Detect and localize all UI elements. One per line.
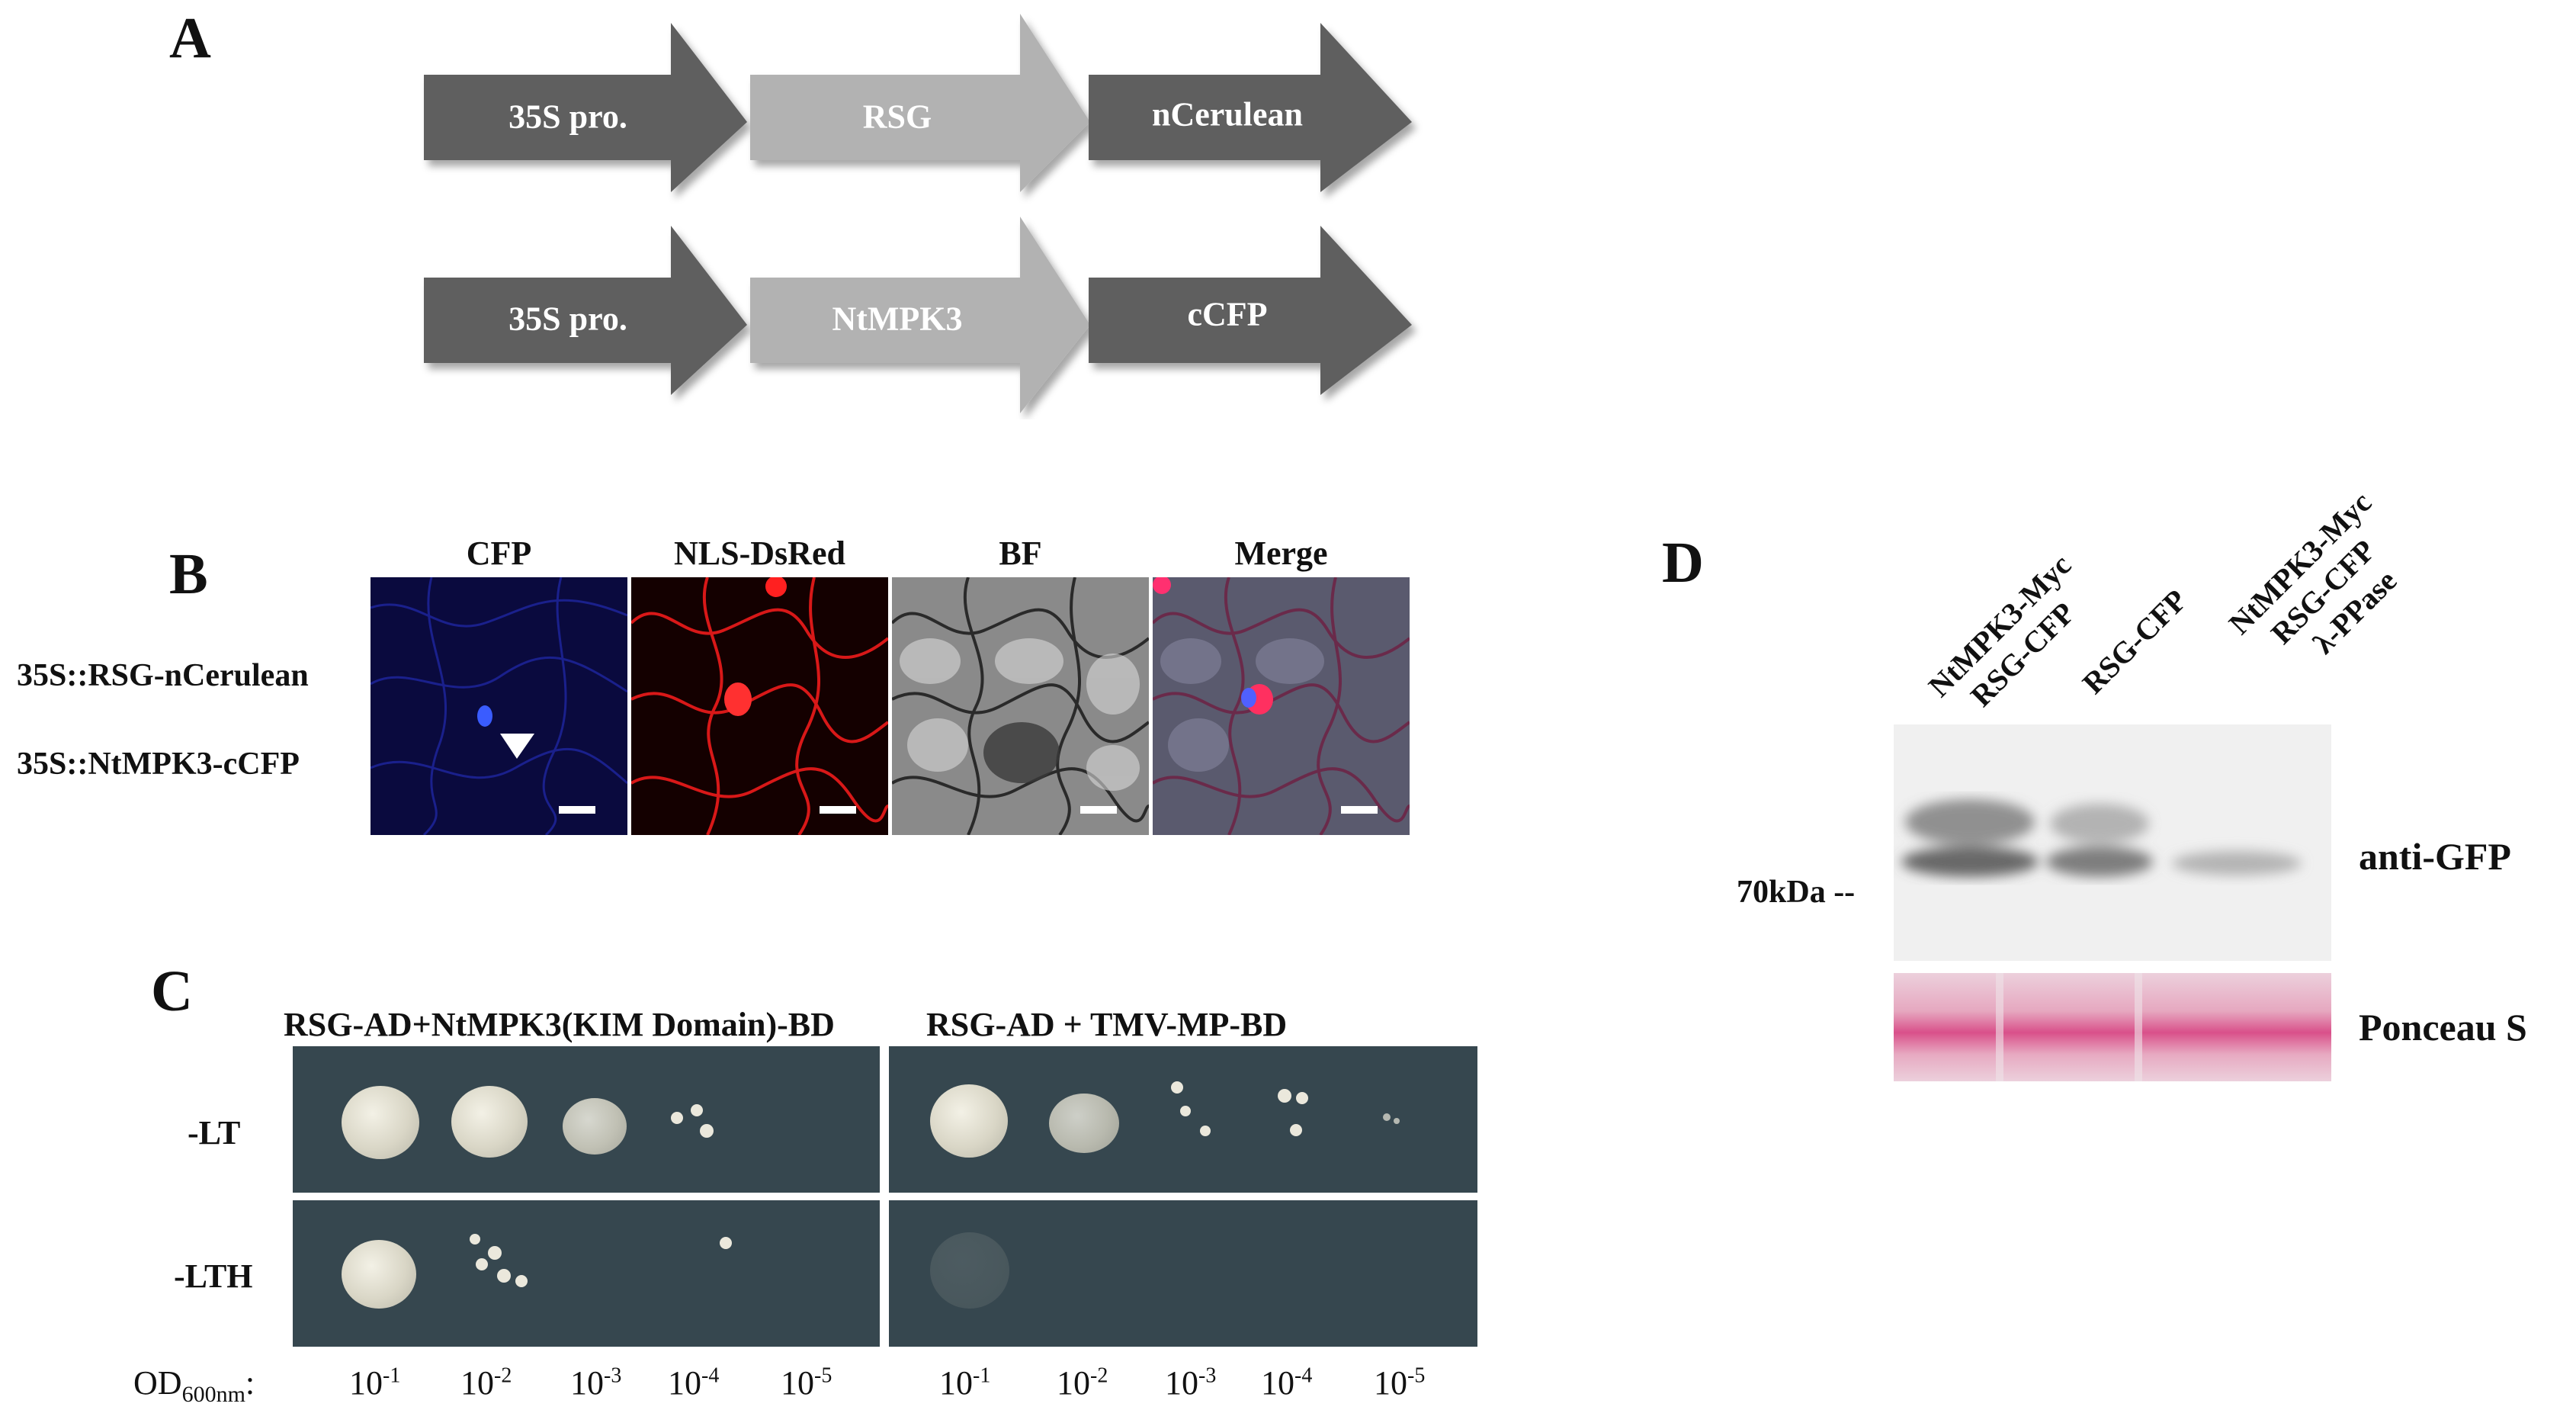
column-header-merge: Merge — [1234, 535, 1328, 572]
assay-title-tmv: RSG-AD + TMV-MP-BD — [926, 1006, 1288, 1043]
scale-bar — [559, 806, 595, 814]
colony-dot — [1383, 1113, 1391, 1121]
row-label-lt: -LT — [188, 1114, 241, 1151]
colony-dot — [1290, 1124, 1302, 1136]
dilution-4: 10-4 — [1261, 1363, 1313, 1402]
colony-dot — [1278, 1089, 1291, 1103]
lane-separator — [2135, 973, 2142, 1081]
ccfp-arrow — [1089, 226, 1412, 395]
colony-dot — [1180, 1106, 1191, 1116]
arrow-label-ccfp: cCFP — [1187, 295, 1268, 333]
western-blot — [1894, 724, 2331, 961]
dilution-4: 10-4 — [668, 1363, 720, 1402]
dilution-3: 10-3 — [570, 1363, 622, 1402]
dsred-micrograph — [631, 577, 888, 835]
lane-label-1: NtMPK3-Myc RSG-CFP — [1921, 547, 2082, 714]
construct-diagram — [424, 14, 1412, 413]
colony-dot — [691, 1104, 703, 1116]
dilution-1: 10-1 — [349, 1363, 401, 1402]
colony-dot — [515, 1275, 528, 1287]
assay-title-kim: RSG-AD+NtMPK3(KIM Domain)-BD — [284, 1006, 835, 1043]
colony-spot — [342, 1086, 419, 1159]
colony-spot-faint — [930, 1232, 1009, 1309]
column-header-cfp: CFP — [466, 535, 532, 572]
panel-letter-d: D — [1662, 531, 1704, 595]
bf-micrograph — [892, 577, 1149, 835]
row-label-lth: -LTH — [174, 1257, 253, 1295]
panel-letter-c: C — [151, 959, 193, 1023]
dilution-3: 10-3 — [1165, 1363, 1217, 1402]
arrow-label-35s-row1: 35S pro. — [508, 98, 627, 136]
colony-spot — [451, 1086, 528, 1158]
colony-dot — [497, 1269, 511, 1283]
panel-letter-a: A — [169, 6, 211, 70]
ntmpk3-arrow — [750, 217, 1090, 413]
blot-label-anti-gfp: anti-GFP — [2359, 835, 2511, 878]
colony-dot — [671, 1112, 683, 1124]
row-label-rsg-ncerulean: 35S::RSG-nCerulean — [17, 658, 309, 693]
arrow-label-ntmpk3: NtMPK3 — [832, 300, 963, 338]
colony-dot — [1171, 1081, 1183, 1094]
cfp-micrograph — [371, 577, 627, 835]
promoter-arrow-row2 — [424, 226, 747, 395]
colony-spot — [563, 1098, 627, 1155]
lane-separator — [1996, 973, 2003, 1081]
colony-spot — [1049, 1094, 1119, 1153]
od-label: OD600nm: — [133, 1364, 255, 1407]
colony-dot — [700, 1124, 714, 1138]
arrow-label-35s-row2: 35S pro. — [508, 300, 627, 338]
rsg-arrow — [750, 14, 1090, 192]
dilution-5: 10-5 — [781, 1363, 832, 1402]
colony-dot — [1200, 1126, 1211, 1136]
dilution-2: 10-2 — [460, 1363, 512, 1402]
colony-dot — [470, 1234, 480, 1245]
colony-dot — [720, 1237, 732, 1249]
colony-dot — [1394, 1118, 1400, 1124]
arrow-label-rsg: RSG — [862, 98, 932, 136]
column-header-bf: BF — [999, 535, 1042, 572]
ncerulean-arrow — [1089, 23, 1412, 192]
colony-dot — [1296, 1092, 1308, 1104]
molecular-weight-marker: 70kDa -- — [1737, 875, 1856, 910]
arrowhead-marker — [500, 734, 534, 759]
dilution-5: 10-5 — [1374, 1363, 1426, 1402]
promoter-arrow-row1 — [424, 23, 747, 192]
lane-label-3: NtMPK3-Myc RSG-CFP λ-PPase — [2222, 484, 2404, 660]
arrow-label-ncerulean: nCerulean — [1152, 95, 1303, 133]
panel-letter-b: B — [169, 542, 208, 606]
scale-bar — [1341, 806, 1378, 814]
scale-bar — [1080, 806, 1117, 814]
colony-spot — [342, 1240, 416, 1309]
colony-dot — [476, 1258, 488, 1270]
dilution-2: 10-2 — [1057, 1363, 1108, 1402]
ponceau-stain — [1894, 973, 2331, 1081]
row-label-ntmpk3-ccfp: 35S::NtMPK3-cCFP — [17, 747, 300, 782]
colony-spot — [930, 1084, 1008, 1158]
column-header-nls-dsred: NLS-DsRed — [674, 535, 845, 572]
scale-bar — [820, 806, 856, 814]
dilution-1: 10-1 — [939, 1363, 991, 1402]
colony-dot — [488, 1246, 502, 1260]
merge-micrograph — [1153, 577, 1410, 835]
blot-label-ponceau: Ponceau S — [2359, 1006, 2527, 1049]
plate-tmv-lth — [889, 1200, 1477, 1347]
